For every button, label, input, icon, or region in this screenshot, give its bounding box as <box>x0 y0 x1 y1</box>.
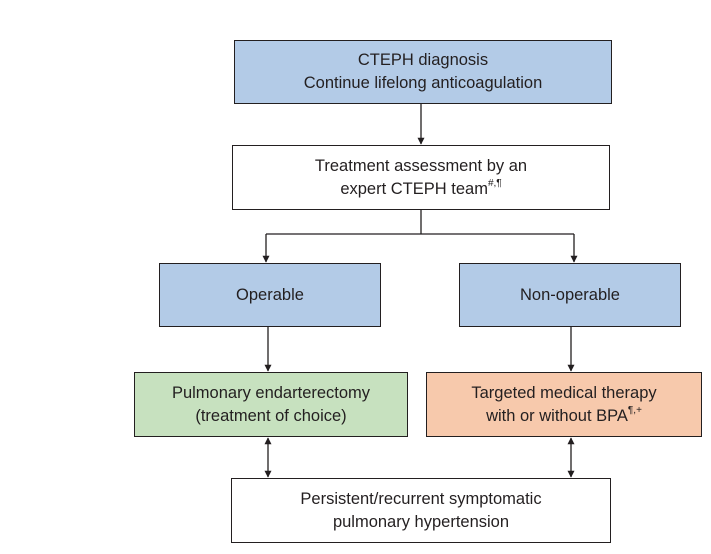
node-targeted-medical-therapy: Targeted medical therapy with or without… <box>426 372 702 437</box>
node-assessment-footnote-marks: #,¶ <box>487 178 502 189</box>
node-non-operable: Non-operable <box>459 263 681 327</box>
node-diagnosis-line2: Continue lifelong anticoagulation <box>303 74 543 92</box>
node-diagnosis-line1: CTEPH diagnosis <box>357 51 489 69</box>
node-therapy-line2-wrap: with or without BPA¶,+ <box>486 405 642 428</box>
node-persistent-line1: Persistent/recurrent symptomatic <box>300 489 542 508</box>
node-cteph-diagnosis: CTEPH diagnosis Continue lifelong antico… <box>234 40 612 104</box>
node-pulmonary-endarterectomy: Pulmonary endarterectomy (treatment of c… <box>134 372 408 437</box>
node-therapy-line2: with or without BPA <box>486 406 628 425</box>
node-assessment-line2: expert CTEPH team <box>340 179 488 198</box>
node-operable-label: Operable <box>236 285 304 304</box>
node-nonoperable-label: Non-operable <box>520 285 620 304</box>
node-persistent-recurrent-ph: Persistent/recurrent symptomatic pulmona… <box>231 478 611 543</box>
node-persistent-line2: pulmonary hypertension <box>332 512 510 531</box>
node-pea-line1: Pulmonary endarterectomy <box>171 383 371 402</box>
node-therapy-footnote-marks: ¶,+ <box>627 405 642 416</box>
node-assessment-line1: Treatment assessment by an <box>314 156 528 175</box>
node-assessment-line2-wrap: expert CTEPH team#,¶ <box>340 178 501 201</box>
node-therapy-line1: Targeted medical therapy <box>471 383 657 402</box>
node-treatment-assessment: Treatment assessment by an expert CTEPH … <box>232 145 610 210</box>
node-pea-line2: (treatment of choice) <box>195 406 347 425</box>
node-operable: Operable <box>159 263 381 327</box>
